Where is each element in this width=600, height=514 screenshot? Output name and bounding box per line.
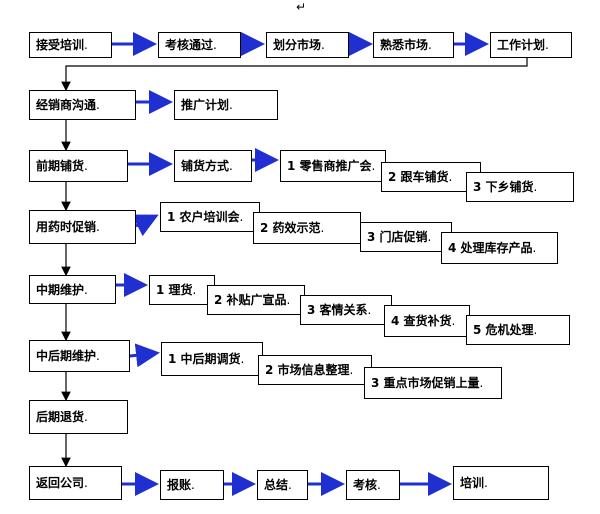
- step-return-company: 返回公司: [29, 466, 122, 500]
- step-training: 培训: [453, 466, 549, 500]
- step-dealer-communication: 经销商沟通: [29, 90, 136, 120]
- late-stock-transfer: 1 中后期调货: [161, 342, 263, 376]
- promo-farmer-training: 1 农户培训会: [160, 202, 260, 232]
- step-summary: 总结: [257, 470, 308, 500]
- step-early-distribution: 前期铺货: [29, 150, 128, 182]
- step-work-plan: 工作计划: [490, 32, 572, 58]
- step-pass-assessment: 考核通过: [158, 32, 241, 58]
- promo-clear-inventory: 4 处理库存产品: [441, 232, 558, 264]
- promo-store-promotion: 3 门店促销: [360, 222, 452, 252]
- late-market-info: 2 市场信息整理: [258, 355, 372, 385]
- step-assessment: 考核: [346, 470, 400, 500]
- step-divide-market: 划分市场: [266, 32, 349, 58]
- late-key-market-promo: 3 重点市场促销上量: [364, 367, 502, 399]
- step-promotion-plan: 推广计划: [174, 90, 278, 120]
- step-usage-promotion: 用药时促销: [29, 210, 136, 244]
- maint-customer-relations: 3 客情关系: [300, 295, 392, 325]
- maint-stock-arrange: 1 理货: [149, 275, 215, 305]
- step-receive-training: 接受培训: [29, 32, 112, 58]
- step-final-return: 后期退货: [29, 400, 128, 434]
- maint-subsidy-ads: 2 补贴广宣品: [207, 285, 305, 315]
- promo-effect-demo: 2 药效示范: [253, 212, 361, 244]
- maint-check-restock: 4 查货补货: [384, 305, 470, 337]
- step-distribution-method: 铺货方式: [174, 150, 252, 182]
- method-truck-distribution: 2 跟车铺货: [381, 162, 481, 192]
- method-retailer-meeting: 1 零售商推广会: [280, 150, 386, 182]
- step-reimbursement: 报账: [160, 470, 224, 500]
- step-know-market: 熟悉市场: [373, 32, 454, 58]
- return-mark: ↵: [296, 0, 307, 14]
- maint-crisis-handling: 5 危机处理: [466, 315, 570, 345]
- step-mid-late-maintenance: 中后期维护: [29, 340, 130, 372]
- step-mid-maintenance: 中期维护: [29, 275, 116, 304]
- method-rural-distribution: 3 下乡铺货: [466, 172, 574, 202]
